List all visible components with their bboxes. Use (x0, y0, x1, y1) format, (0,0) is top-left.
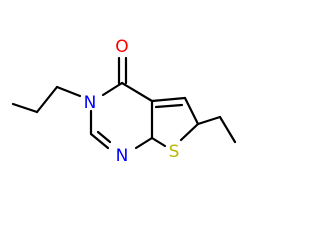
bond-c4a-c5-b (154, 103, 184, 109)
bond-n1-c7a (134, 136, 154, 150)
nitrogen-atom-label-n1: N (116, 146, 129, 166)
bond-propyl2-propyl3 (11, 102, 39, 114)
bond-c6-ethyl1 (196, 115, 222, 126)
molecule-structure: O N N S (11, 37, 237, 166)
bond-n3-propyl1 (55, 85, 82, 98)
sulfur-atom-label: S (169, 142, 180, 162)
bond-c2-n1-b (96, 130, 112, 144)
bond-c6-s (179, 122, 200, 142)
bond-s-c7a (150, 136, 167, 148)
bond-c4-n3 (101, 81, 124, 97)
bond-ethyl1-ethyl2 (218, 115, 237, 144)
structure-canvas: O N N S (11, 37, 237, 166)
bond-c4a-c5-a (150, 96, 187, 103)
nitrogen-atom-label-n3: N (84, 93, 97, 113)
bond-c4a-c4 (120, 81, 154, 103)
bond-c5-c6 (183, 96, 200, 126)
bond-c2-n1-a (89, 132, 110, 150)
bond-propyl1-propyl2 (35, 85, 59, 114)
oxygen-atom-label: O (115, 37, 128, 57)
